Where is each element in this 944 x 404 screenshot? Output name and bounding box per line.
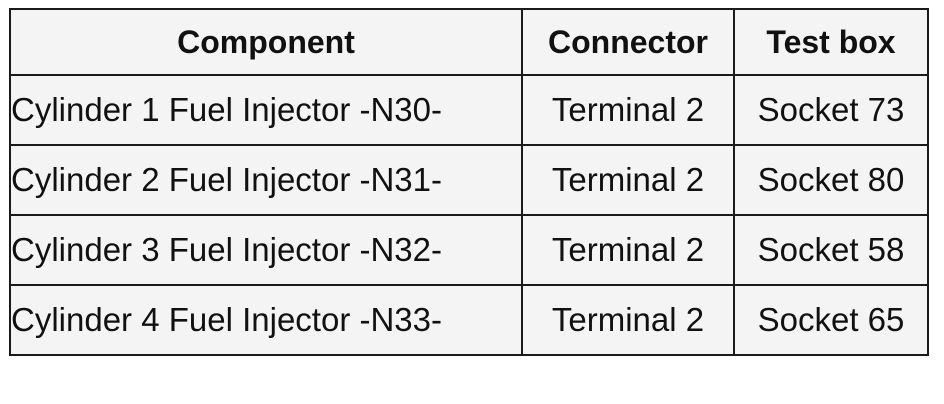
table-header-row: Component Connector Test box — [9, 8, 929, 76]
header-component: Component — [9, 8, 523, 76]
table-row: Cylinder 1 Fuel Injector -N30- Terminal … — [9, 74, 929, 146]
cell-component: Cylinder 3 Fuel Injector -N32- — [9, 214, 523, 286]
cell-test-box: Socket 65 — [733, 284, 929, 356]
cell-connector: Terminal 2 — [521, 74, 735, 146]
cell-component: Cylinder 4 Fuel Injector -N33- — [9, 284, 523, 356]
table-row: Cylinder 3 Fuel Injector -N32- Terminal … — [9, 214, 929, 286]
cell-test-box: Socket 73 — [733, 74, 929, 146]
header-connector: Connector — [521, 8, 735, 76]
cell-connector: Terminal 2 — [521, 214, 735, 286]
cell-connector: Terminal 2 — [521, 284, 735, 356]
cell-connector: Terminal 2 — [521, 144, 735, 216]
cell-component: Cylinder 2 Fuel Injector -N31- — [9, 144, 523, 216]
table-row: Cylinder 2 Fuel Injector -N31- Terminal … — [9, 144, 929, 216]
cell-test-box: Socket 58 — [733, 214, 929, 286]
table-row: Cylinder 4 Fuel Injector -N33- Terminal … — [9, 284, 929, 356]
header-test-box: Test box — [733, 8, 929, 76]
cell-component: Cylinder 1 Fuel Injector -N30- — [9, 74, 523, 146]
injector-pin-table-container: Component Connector Test box Cylinder 1 … — [9, 8, 929, 356]
cell-test-box: Socket 80 — [733, 144, 929, 216]
injector-pin-table: Component Connector Test box Cylinder 1 … — [9, 8, 929, 356]
